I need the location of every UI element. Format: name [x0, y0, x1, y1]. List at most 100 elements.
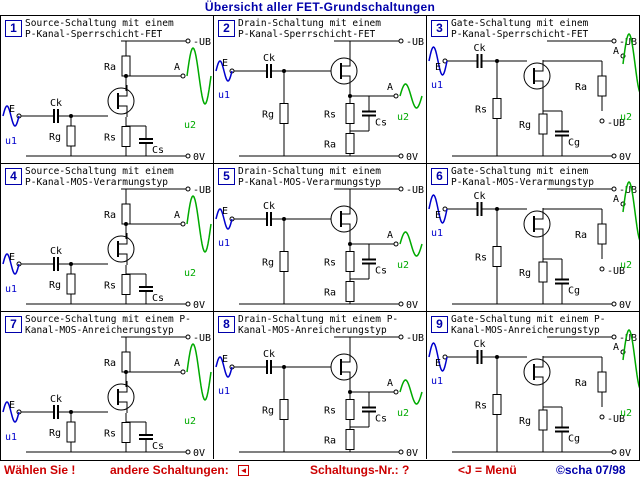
input-wave [2, 105, 20, 127]
transistor-symbol [523, 210, 551, 238]
circuit-number-badge[interactable]: 6 [431, 168, 448, 185]
terminal [185, 449, 191, 455]
other-circuits-label[interactable]: andere Schaltungen: ◄ [110, 461, 250, 480]
capacitor-label: Cg [568, 434, 580, 445]
input-wave [215, 356, 233, 378]
transistor-symbol [330, 353, 358, 381]
terminal [599, 266, 605, 272]
u2-label: u2 [620, 408, 632, 419]
output-a-label: A [174, 210, 180, 221]
u2-label: u2 [620, 112, 632, 123]
output-wave [399, 83, 423, 109]
resistor [121, 422, 131, 443]
u1-label: u1 [218, 238, 230, 249]
wire [534, 208, 544, 220]
output-wave [622, 328, 639, 389]
arrow-icon[interactable]: ◄ [238, 465, 250, 477]
wire [341, 223, 351, 235]
output-a-label: A [613, 342, 619, 353]
resistor-label: Rg [49, 428, 61, 439]
u1-label: u1 [218, 386, 230, 397]
status-bar: Wählen Sie ! andere Schaltungen: ◄ Schal… [0, 461, 640, 480]
circuit-title: Drain-Schaltung mit einem P- Kanal-MOS-A… [238, 314, 399, 336]
u2-label: u2 [184, 416, 196, 427]
resistor-label: Rs [475, 401, 487, 412]
terminal [611, 38, 617, 44]
output-a-label: A [387, 82, 393, 93]
input-wave [2, 401, 20, 423]
input-wave [215, 60, 233, 82]
terminal [180, 73, 186, 79]
wire [118, 253, 128, 265]
u2-label: u2 [397, 112, 409, 123]
terminal [398, 449, 404, 455]
wire [542, 60, 602, 62]
circuit-title: Source-Schaltung mit einem P-Kanal-MOS-V… [25, 166, 174, 188]
wire [341, 351, 351, 363]
terminal [398, 186, 404, 192]
terminal [611, 449, 617, 455]
u2-label: u2 [620, 260, 632, 271]
resistor [66, 421, 76, 443]
ub-label: -UB [406, 37, 424, 48]
circuit-number-badge[interactable]: 9 [431, 316, 448, 333]
input-wave [428, 46, 448, 76]
resistor-label: Rg [49, 132, 61, 143]
ub-label: -UB [619, 333, 637, 344]
transistor-symbol [107, 87, 135, 115]
circuit-number-prompt[interactable]: Schaltungs-Nr.: ? [310, 463, 410, 477]
capacitor-label: Cs [152, 441, 164, 452]
resistor [345, 103, 355, 124]
u2-label: u2 [397, 260, 409, 271]
circuit-number-badge[interactable]: 5 [218, 168, 235, 185]
u1-label: u1 [431, 80, 443, 91]
capacitor-label: Ck [474, 191, 486, 202]
circuit-number-badge[interactable]: 1 [5, 20, 22, 37]
terminal [393, 241, 399, 247]
circuit-number-badge[interactable]: 7 [5, 316, 22, 333]
circuit-number-badge[interactable]: 2 [218, 20, 235, 37]
wire [118, 105, 128, 117]
resistor-label: Rg [519, 120, 531, 131]
circuit-number-badge[interactable]: 3 [431, 20, 448, 37]
circuit-number-badge[interactable]: 8 [218, 316, 235, 333]
resistor-label: Rs [475, 253, 487, 264]
resistor [492, 394, 502, 415]
resistor [279, 399, 289, 420]
resistor-label: Ra [575, 230, 587, 241]
resistor [345, 429, 355, 450]
zero-volt-label: 0V [406, 448, 418, 459]
capacitor-label: Ck [474, 43, 486, 54]
u2-label: u2 [397, 408, 409, 419]
resistor [597, 371, 607, 393]
resistor-label: Rg [49, 280, 61, 291]
capacitor-label: Cs [375, 266, 387, 277]
output-a-label: A [613, 46, 619, 57]
ub-label: -UB [193, 333, 211, 344]
output-wave [622, 32, 639, 93]
resistor-label: Rs [324, 406, 336, 417]
terminal [611, 334, 617, 340]
resistor-label: Rg [262, 110, 274, 121]
terminal [611, 153, 617, 159]
u1-label: u1 [431, 376, 443, 387]
transistor-symbol [330, 205, 358, 233]
capacitor-label: Ck [50, 246, 62, 257]
circuit-number-badge[interactable]: 4 [5, 168, 22, 185]
output-wave [399, 231, 423, 257]
resistor [279, 251, 289, 272]
menu-shortcut[interactable]: <J = Menü [458, 463, 517, 477]
resistor-label: Rs [324, 258, 336, 269]
resistor [66, 125, 76, 147]
